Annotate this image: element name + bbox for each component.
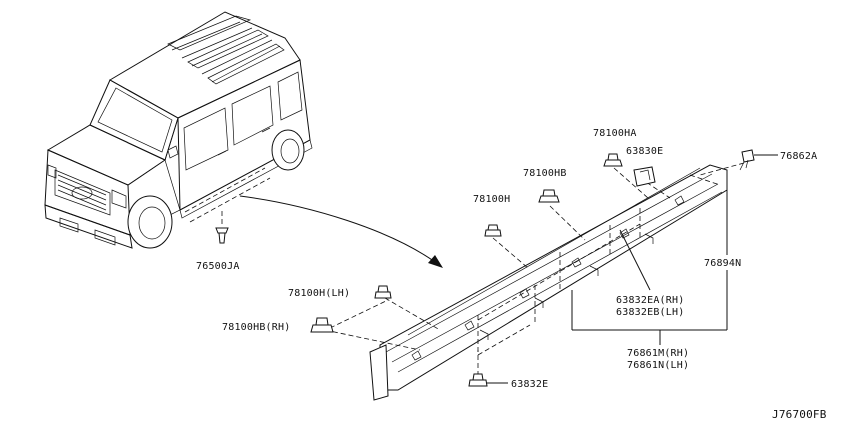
clip-76500ja-part: [215, 210, 229, 244]
diagram-code: J76700FB: [772, 408, 827, 421]
label-76862a: 76862A: [780, 151, 817, 162]
sill-moulding-76894n: [369, 164, 728, 401]
clip-78100h-top-part: [484, 224, 502, 237]
clip-78100h-lh-part: [374, 285, 392, 299]
assembly-arrow: [239, 195, 443, 268]
bolt-76862a-part: [739, 149, 778, 171]
label-76894n: 76894N: [704, 258, 741, 269]
label-78100h-top: 78100H: [473, 194, 510, 205]
vehicle-illustration: [44, 11, 313, 249]
label-78100hb-top: 78100HB: [523, 168, 567, 179]
clip-78100hb-rh-part: [310, 317, 334, 333]
clip-78100hb-top-part: [538, 189, 560, 203]
label-63830e: 63830E: [626, 146, 663, 157]
label-63832ea-rh: 63832EA(RH): [616, 295, 684, 306]
label-63832eb-lh: 63832EB(LH): [616, 307, 684, 318]
clip-63830e-part: [633, 166, 656, 187]
callout-lines: [571, 190, 728, 345]
clip-63832e-part: [468, 373, 508, 387]
label-78100h-lh: 78100H(LH): [288, 288, 350, 299]
label-78100hb-rh: 78100HB(RH): [222, 322, 290, 333]
label-63832e: 63832E: [511, 379, 548, 390]
label-76861n-lh: 76861N(LH): [627, 360, 689, 371]
label-76500ja: 76500JA: [196, 261, 240, 272]
clip-78100ha-part: [603, 153, 623, 167]
guide-lines: [324, 162, 745, 376]
label-76861m-rh: 76861M(RH): [627, 348, 689, 359]
label-78100ha: 78100HA: [593, 128, 637, 139]
